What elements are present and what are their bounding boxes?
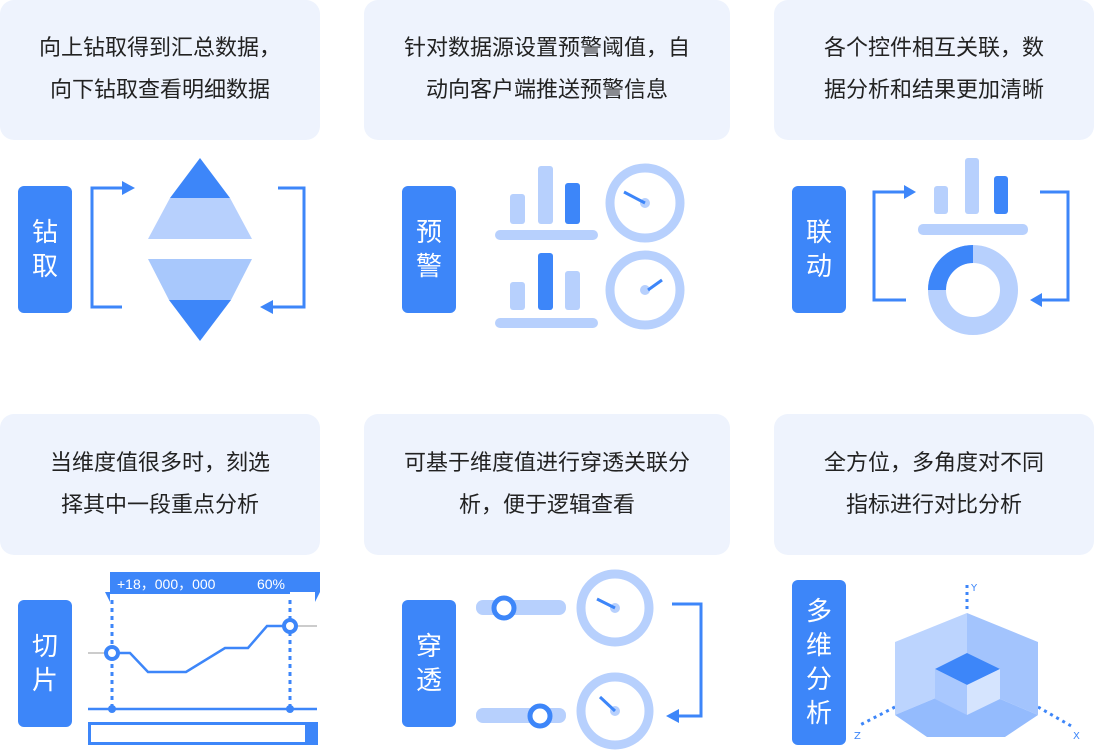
drill-label: 钻取: [18, 186, 72, 313]
penetration-illustration: [476, 569, 703, 750]
linkage-description-card: 各个控件相互关联，数据分析和结果更加清晰: [774, 0, 1094, 140]
axis-y-label: Y: [970, 583, 978, 594]
slice-percent: 60%: [257, 576, 285, 592]
slice-label: 切片: [18, 600, 72, 727]
label-char: 穿: [415, 631, 442, 662]
label-char: 片: [31, 665, 58, 696]
alert-description-card: 针对数据源设置预警阈值，自动向客户端推送预警信息: [364, 0, 730, 140]
text-line: 向下钻取查看明细数据: [49, 78, 270, 103]
penetration-description-card: 可基于维度值进行穿透关联分析，便于逻辑查看: [364, 414, 730, 555]
text-line: 针对数据源设置预警阈值，自: [403, 36, 690, 61]
label-char: 联: [805, 217, 832, 248]
label-char: 多: [805, 596, 832, 627]
drill-illustration: [90, 158, 306, 341]
text-line: 全方位，多角度对不同: [823, 450, 1044, 476]
label-char: 析: [805, 698, 832, 729]
linkage-illustration: [872, 158, 1070, 335]
text-line: 可基于维度值进行穿透关联分: [403, 450, 690, 476]
text-line: 据分析和结果更加清晰: [823, 78, 1044, 103]
label-char: 钻: [31, 217, 58, 248]
slice-end-handle[interactable]: [282, 618, 298, 634]
slice-description-card: 当维度值很多时，刻选择其中一段重点分析: [0, 414, 320, 555]
text-line: 择其中一段重点分析: [60, 492, 259, 518]
label-char: 取: [31, 251, 58, 282]
label-char: 分: [805, 664, 832, 695]
label-char: 警: [415, 251, 442, 282]
axis-x-label: X: [1073, 731, 1080, 742]
multidim-cube-illustration: Y Z X: [854, 583, 1080, 742]
alert-label: 预警: [402, 186, 456, 313]
slice-start-handle[interactable]: [104, 645, 120, 661]
label-char: 预: [415, 217, 442, 248]
slider-knob[interactable]: [527, 703, 553, 729]
multidim-description-card: 全方位，多角度对不同指标进行对比分析: [774, 414, 1094, 555]
label-char: 透: [415, 665, 442, 696]
text-line: 析，便于逻辑查看: [458, 492, 635, 518]
label-char: 维: [805, 630, 832, 661]
linkage-label: 联动: [792, 186, 846, 313]
text-line: 当维度值很多时，刻选: [49, 450, 270, 476]
text-line: 向上钻取得到汇总数据，: [38, 36, 281, 61]
label-char: 切: [31, 631, 58, 662]
axis-z-label: Z: [854, 731, 861, 742]
slice-value: +18，000，000: [117, 576, 216, 592]
penetration-label: 穿透: [402, 600, 456, 727]
text-line: 各个控件相互关联，数: [823, 36, 1044, 61]
text-line: 指标进行对比分析: [845, 492, 1022, 518]
drill-description-card: 向上钻取得到汇总数据， 向下钻取查看明细数据: [0, 0, 320, 140]
slider-knob[interactable]: [491, 595, 517, 621]
alert-illustration: [495, 163, 685, 330]
text-line: 动向客户端推送预警信息: [425, 78, 668, 103]
slice-illustration: +18，000，000 60%: [88, 572, 320, 745]
label-char: 动: [805, 251, 832, 282]
multidim-label: 多维分析: [792, 580, 846, 745]
